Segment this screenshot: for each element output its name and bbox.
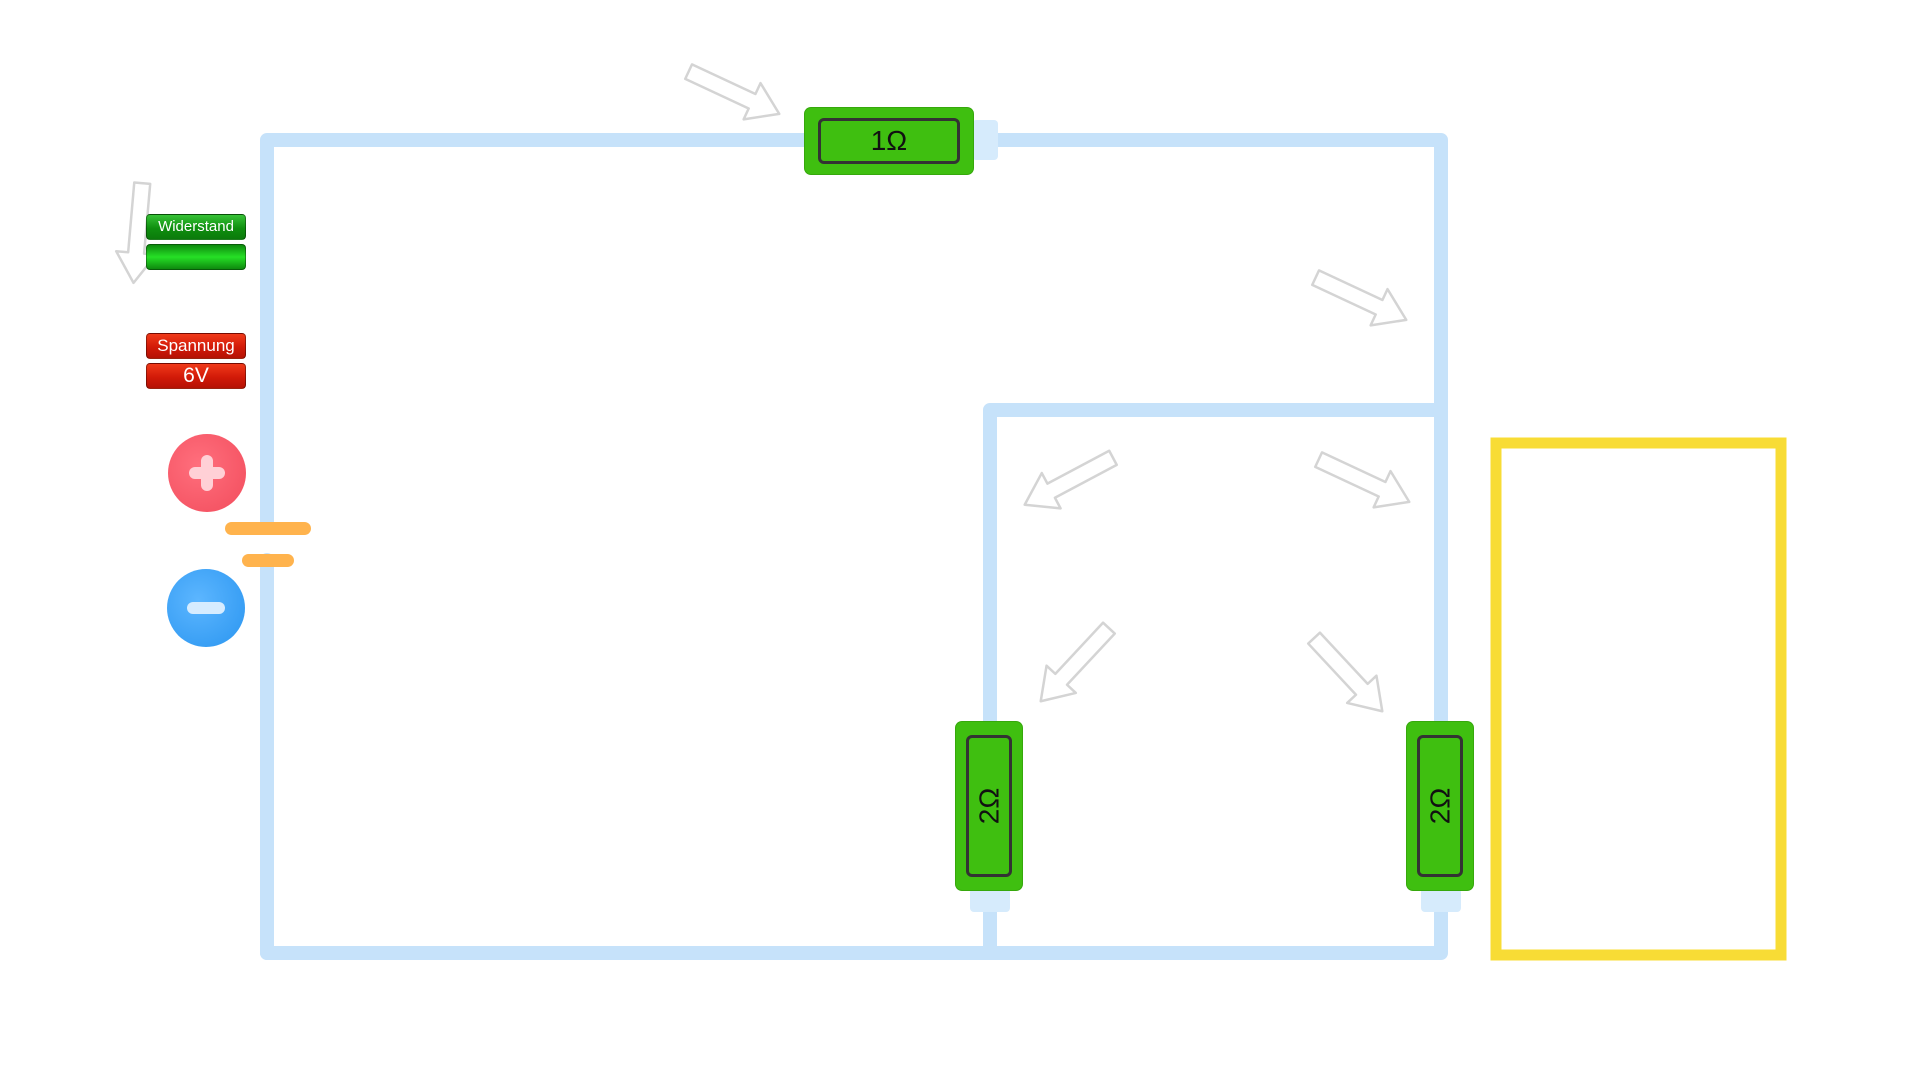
battery-negative-plate <box>242 554 294 567</box>
voltage-label: Spannung <box>146 333 246 359</box>
voltage-value-display: 6V <box>146 363 246 389</box>
connector-right <box>1421 888 1461 912</box>
resistor-body: 1Ω <box>818 118 960 164</box>
arrow-icon <box>1023 449 1118 510</box>
decrease-voltage-button[interactable] <box>167 569 245 647</box>
resistance-label: Widerstand <box>146 214 246 240</box>
wire-bottom <box>260 880 1448 960</box>
resistor-right[interactable]: 2Ω <box>1407 722 1473 890</box>
resistor-right-value: 2Ω <box>1423 787 1455 825</box>
increase-voltage-button[interactable] <box>168 434 246 512</box>
wire-branch <box>983 403 1448 734</box>
arrow-icon <box>1306 631 1384 713</box>
resistor-middle[interactable]: 2Ω <box>956 722 1022 890</box>
resistor-middle-value: 2Ω <box>972 787 1004 825</box>
wire-left <box>260 133 815 534</box>
resistor-top-value: 1Ω <box>870 125 908 156</box>
battery-positive-plate <box>225 522 311 535</box>
arrow-icon <box>1313 451 1411 509</box>
connector-mid <box>970 888 1010 912</box>
resistor-body: 2Ω <box>1417 735 1463 877</box>
resistance-value-display[interactable] <box>146 244 246 270</box>
arrow-icon <box>1039 621 1117 703</box>
arrow-icon <box>1310 269 1408 327</box>
arrow-icon <box>683 63 781 121</box>
resistor-body: 2Ω <box>966 735 1012 877</box>
resistor-top[interactable]: 1Ω <box>805 108 973 174</box>
wire-top-right <box>965 133 1448 734</box>
highlight-box <box>1490 437 1787 961</box>
connector-top <box>972 120 998 160</box>
